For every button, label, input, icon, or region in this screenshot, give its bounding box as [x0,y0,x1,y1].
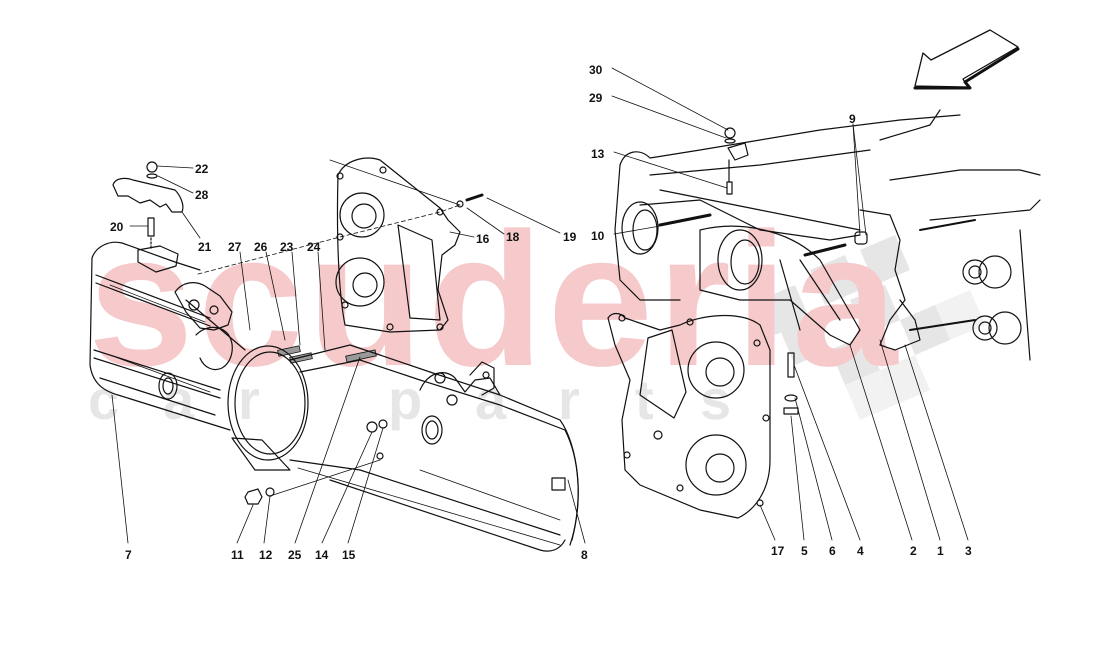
watermark-letter: r [558,368,580,431]
timing-cover-lower [227,344,579,552]
callout-29: 29 [589,91,603,105]
callout-10: 10 [591,229,605,243]
bracket-part-21 [112,161,184,249]
callout-26: 26 [254,240,268,254]
callout-14: 14 [315,548,329,562]
callout-9: 9 [849,112,856,126]
watermark-letter: t [635,368,654,431]
callout-4: 4 [857,544,864,558]
callout-7: 7 [125,548,132,562]
direction-arrow-icon [913,29,1020,90]
callout-18: 18 [506,230,520,244]
watermark-letter: a [475,368,507,431]
callout-24: 24 [307,240,321,254]
watermark-car-parts: c [88,372,119,428]
callout-30: 30 [589,63,603,77]
callout-13: 13 [591,147,605,161]
callout-11: 11 [231,548,244,562]
callout-16: 16 [476,232,490,246]
callout-12: 12 [259,548,273,562]
leader-lines [111,67,969,544]
callout-25: 25 [288,548,302,562]
callout-15: 15 [342,548,356,562]
callout-5: 5 [801,544,808,558]
watermark-letter: p [388,368,423,431]
callout-1: 1 [937,544,944,558]
callout-23: 23 [280,240,294,254]
watermark-letter: c [88,368,120,431]
callout-28: 28 [195,188,209,202]
callout-17: 17 [771,544,785,558]
watermark-letter: s [700,368,732,431]
engine-block [614,109,1041,361]
timing-cover-lower-right [607,312,771,519]
watermark-letter: r [238,368,260,431]
timing-cover-left [89,241,377,431]
callout-22: 22 [195,162,209,176]
callout-19: 19 [563,230,577,244]
callout-8: 8 [581,548,588,562]
callout-6: 6 [829,544,836,558]
callout-2: 2 [910,544,917,558]
callout-3: 3 [965,544,972,558]
stud-washer-nut [783,352,799,415]
callout-27: 27 [228,240,242,254]
timing-cover-upper [335,157,484,333]
callout-20: 20 [110,220,124,234]
callout-21: 21 [198,240,212,254]
